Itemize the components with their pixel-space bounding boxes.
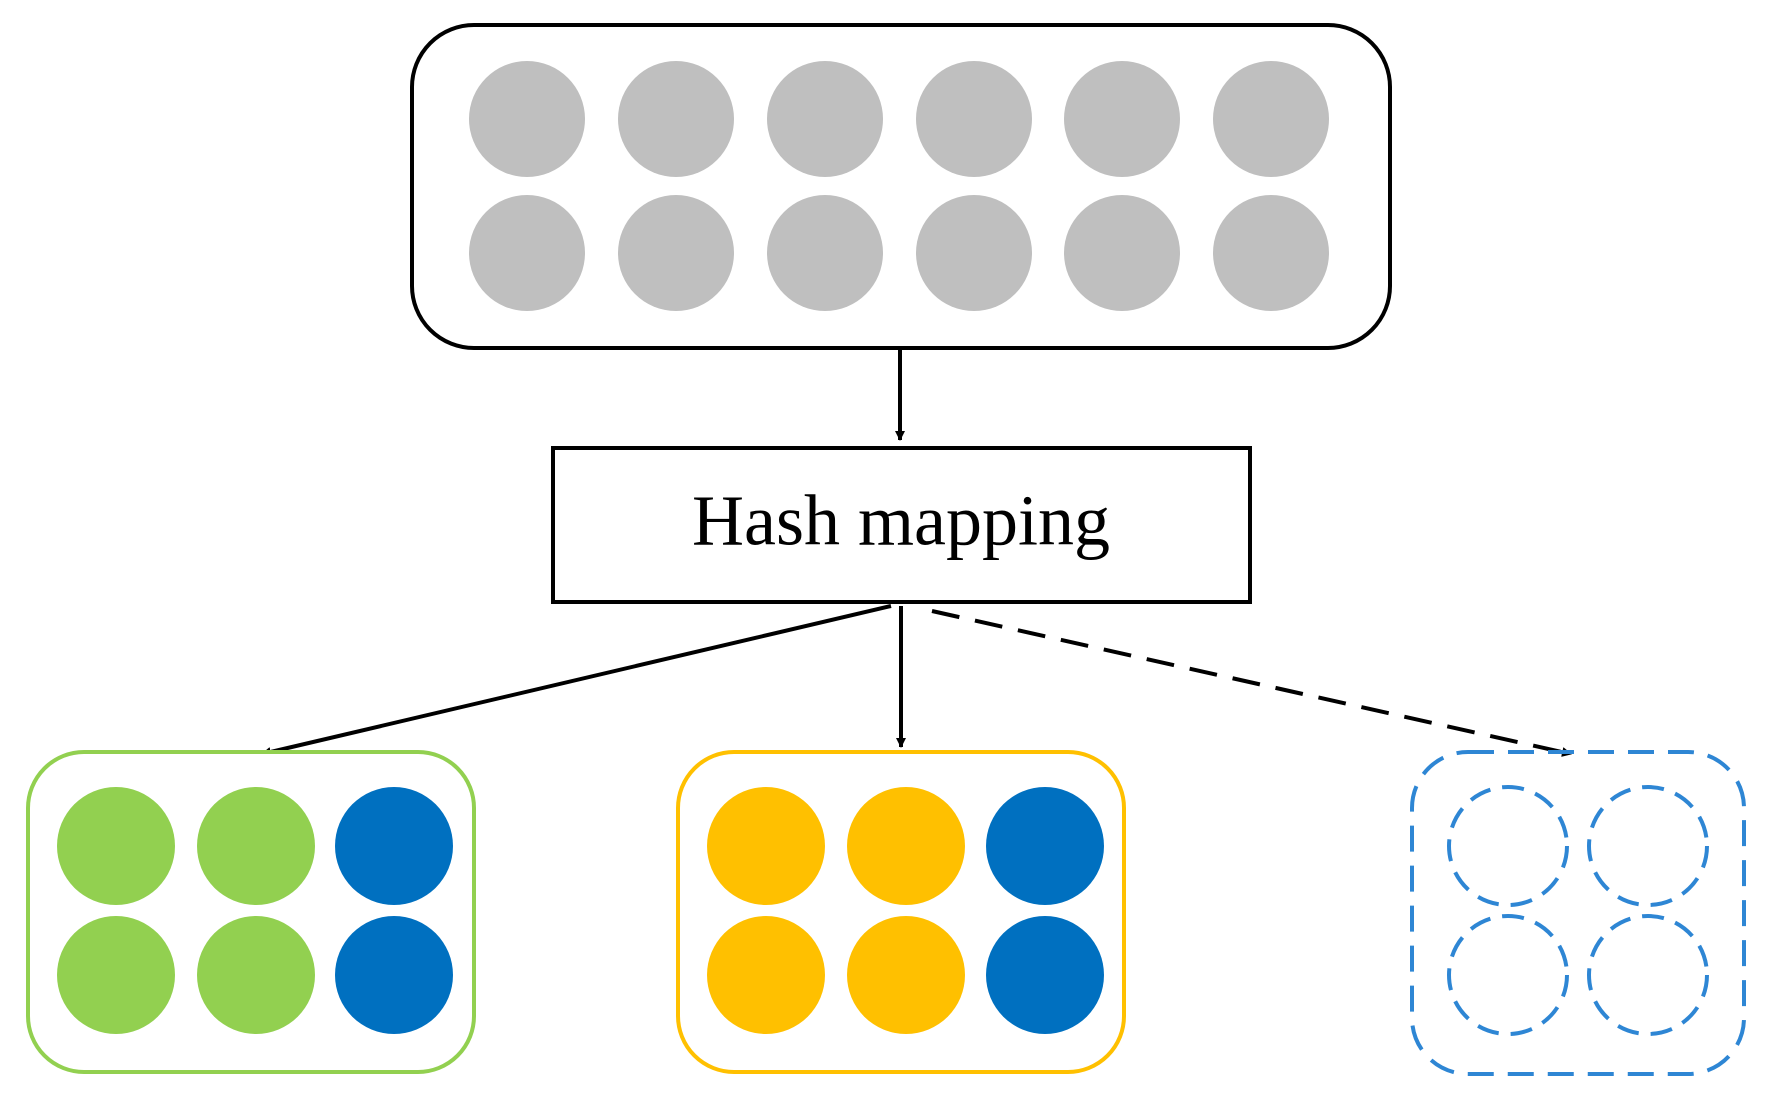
input-node bbox=[618, 195, 734, 311]
hash-mapping-box: Hash mapping bbox=[551, 446, 1252, 604]
input-node bbox=[916, 61, 1032, 177]
hash-to-dashed-arrow bbox=[931, 609, 1572, 757]
yellow-node bbox=[847, 787, 965, 905]
input-node bbox=[1064, 61, 1180, 177]
yellow-node bbox=[707, 787, 825, 905]
input-node bbox=[767, 61, 883, 177]
input-node bbox=[1213, 195, 1329, 311]
empty-slot-node bbox=[1587, 914, 1709, 1036]
yellow-node bbox=[847, 916, 965, 1034]
input-nodes bbox=[469, 61, 1329, 311]
input-node bbox=[767, 195, 883, 311]
green-node bbox=[57, 916, 175, 1034]
empty-slot-node bbox=[1587, 785, 1709, 907]
hash-mapping-rect bbox=[551, 446, 1252, 604]
green-node bbox=[197, 916, 315, 1034]
green-group-nodes bbox=[57, 787, 453, 1034]
input-node bbox=[1064, 195, 1180, 311]
blue-node bbox=[986, 787, 1104, 905]
input-node bbox=[469, 61, 585, 177]
blue-node bbox=[335, 916, 453, 1034]
input-node bbox=[1213, 61, 1329, 177]
yellow-node bbox=[707, 916, 825, 1034]
input-node bbox=[469, 195, 585, 311]
green-node bbox=[197, 787, 315, 905]
empty-slot-node bbox=[1447, 914, 1569, 1036]
empty-slot-node bbox=[1447, 785, 1569, 907]
dashed-group-border bbox=[1410, 750, 1746, 1076]
input-node bbox=[618, 61, 734, 177]
output-group-yellow bbox=[676, 750, 1126, 1074]
yellow-group-nodes bbox=[707, 787, 1104, 1034]
green-node bbox=[57, 787, 175, 905]
hash-to-green-arrow bbox=[261, 604, 892, 757]
dashed-group-nodes bbox=[1447, 785, 1709, 1036]
input-group bbox=[410, 23, 1392, 350]
input-node bbox=[916, 195, 1032, 311]
output-group-green bbox=[26, 750, 476, 1074]
blue-node bbox=[335, 787, 453, 905]
blue-node bbox=[986, 916, 1104, 1034]
output-group-dashed bbox=[1410, 750, 1746, 1076]
hash-mapping-label: Hash mapping bbox=[692, 481, 1110, 561]
